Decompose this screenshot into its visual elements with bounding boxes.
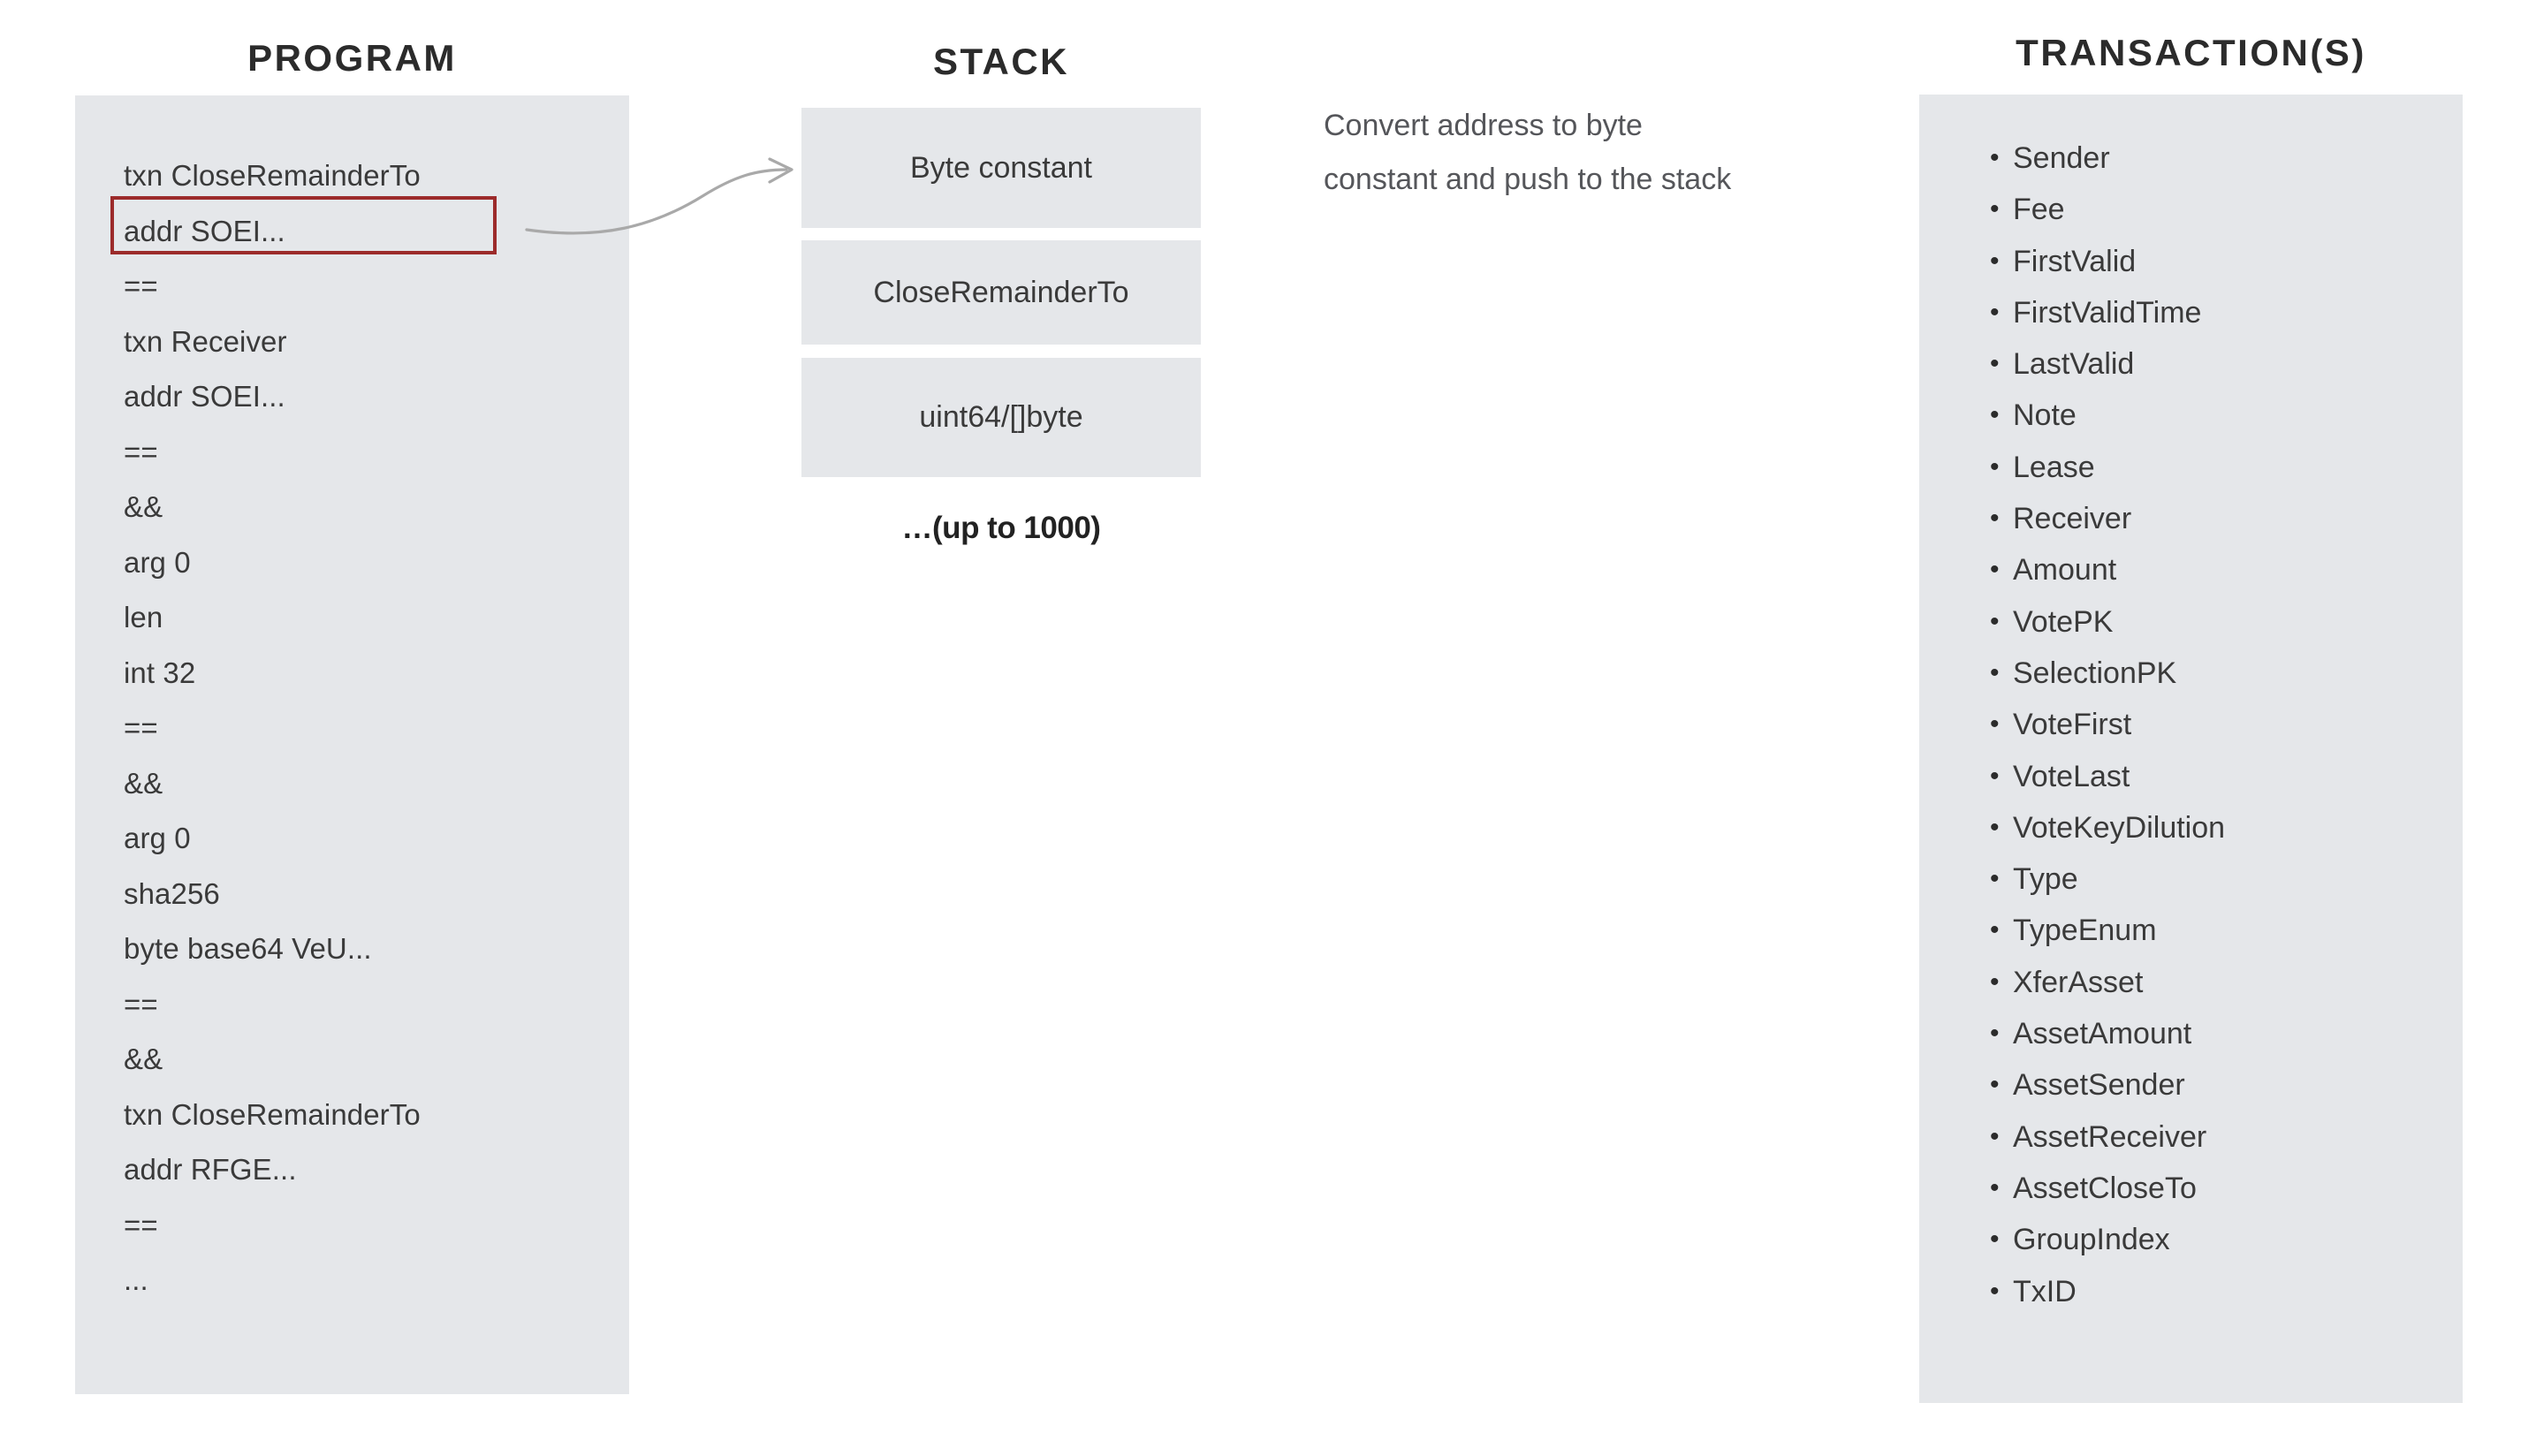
transaction-field-item: Sender [1990,133,2449,185]
program-code-line: && [124,1043,163,1075]
program-code-line: byte base64 VeU... [124,932,372,965]
transaction-field-item: FirstValidTime [1990,287,2449,339]
stack-item-label: uint64/[]byte [919,400,1083,434]
program-code-line: txn Receiver [124,324,287,358]
program-code-line: addr RFGE... [124,1153,297,1186]
stack-overflow-label: …(up to 1000) [901,511,1101,545]
transaction-field-item: Receiver [1990,493,2449,545]
transaction-field-item: VoteLast [1990,751,2449,803]
transaction-field-item: SelectionPK [1990,648,2449,700]
transaction-field-item: TypeEnum [1990,905,2449,957]
program-code-line: addr SOEI... [124,380,285,413]
program-code-line: && [124,766,163,800]
transaction-field-item: Fee [1990,184,2449,236]
transaction-field-list: Sender Fee FirstValid FirstValidTime Las… [1990,133,2449,1317]
program-code-line-ellipsis: ... [124,1263,148,1296]
program-code-line: arg 0 [124,545,191,579]
stack-item-label: Byte constant [909,150,1092,185]
program-code-line: txn CloseRemainderTo [124,1097,421,1131]
program-code-line: == [124,987,158,1020]
curved-arrow-right-icon [525,157,793,235]
program-code-line: == [124,711,158,744]
annotation-line: Convert address to byte [1324,109,1643,142]
transaction-field-item: Amount [1990,544,2449,596]
transaction-field-item: AssetAmount [1990,1008,2449,1060]
program-code-line: arg 0 [124,822,191,854]
transaction-field-item: VotePK [1990,596,2449,648]
program-code-line: txn CloseRemainderTo [124,159,421,192]
stack-item: CloseRemainderTo [801,240,1201,345]
transaction-field-item: Note [1990,390,2449,442]
transaction-field-item: GroupIndex [1990,1214,2449,1266]
stack-item: uint64/[]byte [801,358,1201,477]
program-code-line-highlighted[interactable]: addr SOEI... [124,214,285,247]
stack-column-heading: STACK [932,41,1070,82]
stack-item: Byte constant [801,108,1201,228]
program-code-line: int 32 [124,656,196,689]
transaction-field-item: Lease [1990,442,2449,494]
annotation-line: constant and push to the stack [1324,163,1732,196]
annotation-note: Convert address to byte constant and pus… [1324,99,1854,207]
transaction-field-item: AssetReceiver [1990,1111,2449,1164]
program-code-line: && [124,490,163,523]
transaction-field-item: TxID [1990,1266,2449,1318]
transaction-field-item: VoteFirst [1990,699,2449,751]
stack-item-label: CloseRemainderTo [873,275,1129,309]
program-code-line: len [124,601,163,633]
transaction-field-item: AssetCloseTo [1990,1163,2449,1215]
transaction-field-item: AssetSender [1990,1059,2449,1111]
program-column-heading: PROGRAM [247,37,457,79]
transaction-field-item: VoteKeyDilution [1990,802,2449,854]
program-panel [75,95,629,1394]
transaction-field-item: Type [1990,853,2449,906]
program-code-line: == [124,435,158,468]
transaction-field-item: LastValid [1990,338,2449,391]
transactions-column-heading: TRANSACTION(S) [2016,32,2366,73]
transaction-field-item: XferAsset [1990,957,2449,1009]
program-code-line: == [124,1208,158,1241]
program-code-listing: txn CloseRemainderTo addr SOEI... == txn… [124,148,601,1308]
program-code-line: == [124,269,158,302]
program-code-line: sha256 [124,876,220,910]
transaction-field-item: FirstValid [1990,236,2449,288]
